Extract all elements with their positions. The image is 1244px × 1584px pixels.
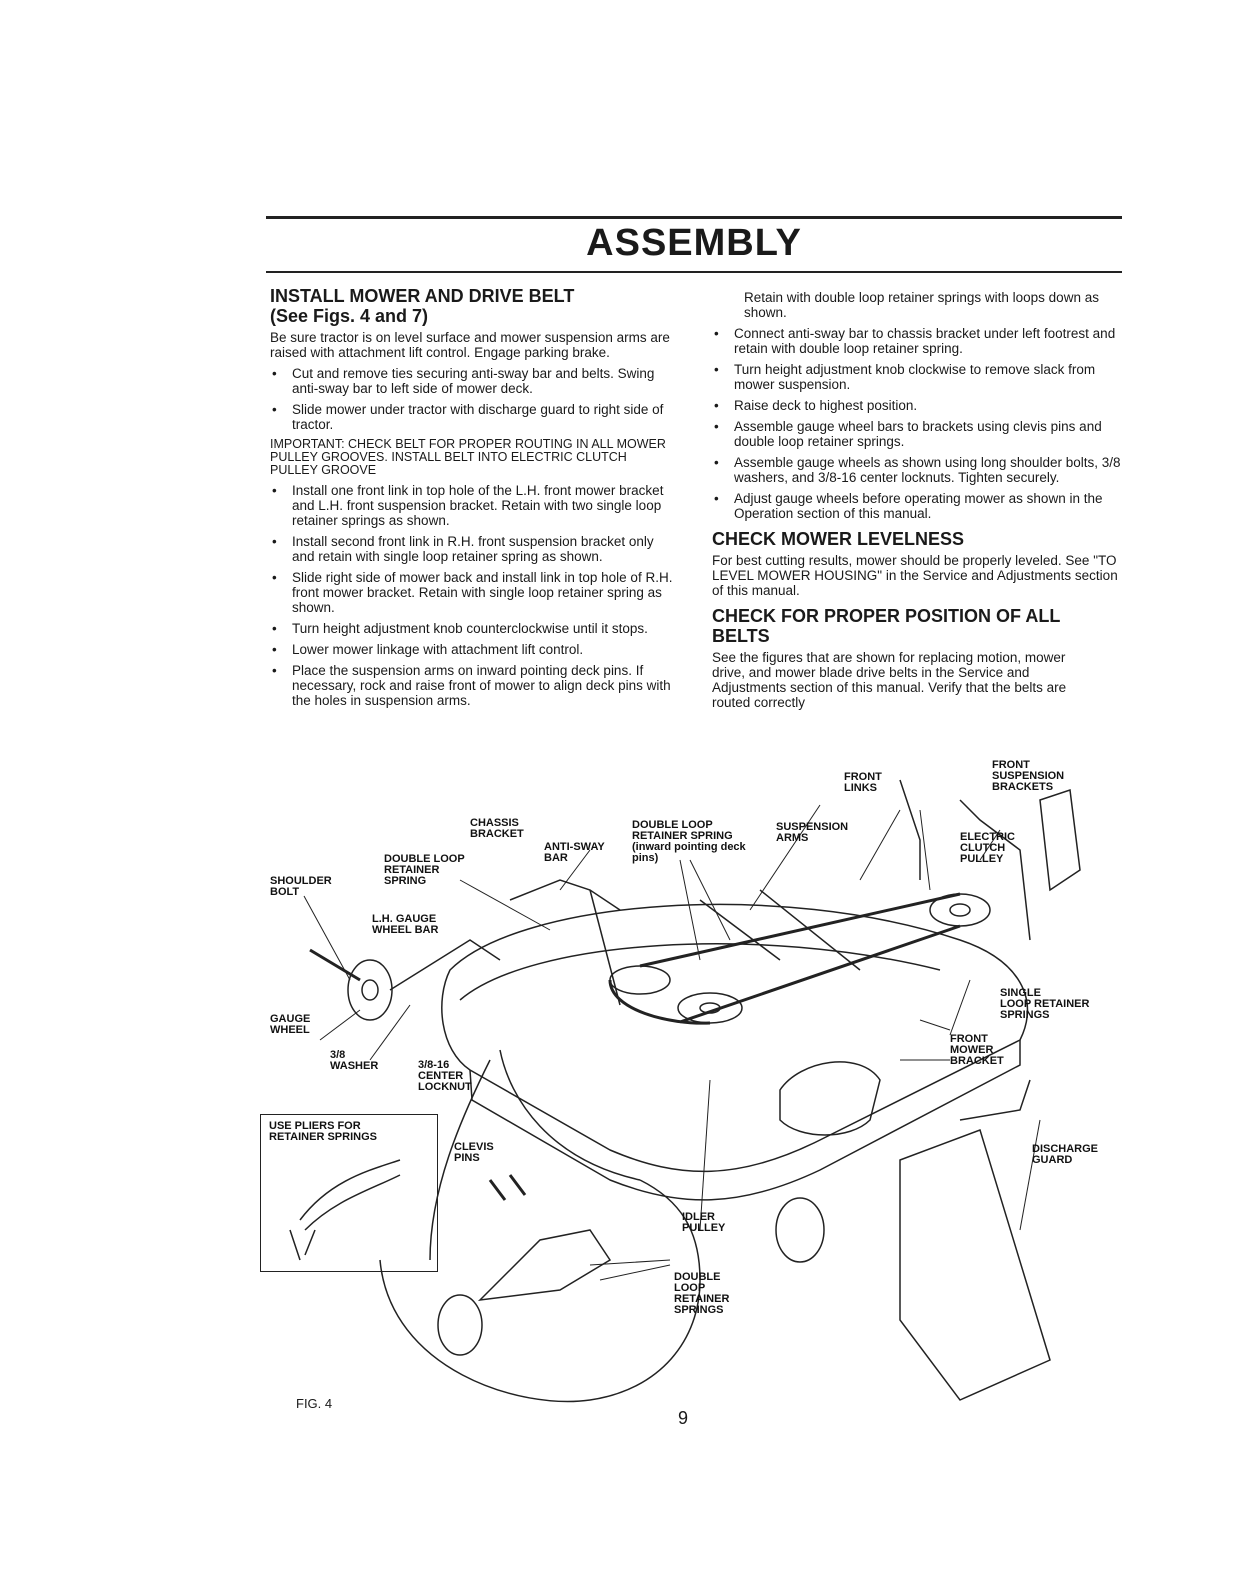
figure-4: FRONT LINKS FRONT SUSPENSION BRACKETS CH… <box>260 760 1130 1420</box>
list-item: Connect anti-sway bar to chassis bracket… <box>712 326 1122 356</box>
list-item: Assemble gauge wheel bars to brackets us… <box>712 419 1122 449</box>
bullet-list-b: Install one front link in top hole of th… <box>270 483 674 708</box>
label-gauge-wheel: GAUGE WHEEL <box>270 1013 311 1036</box>
list-item: Cut and remove ties securing anti-sway b… <box>270 366 674 396</box>
label-idler-pulley: IDLER PULLEY <box>682 1211 726 1234</box>
header-bottom-rule <box>266 271 1122 273</box>
label-single-loop-retainer-springs: SINGLE LOOP RETAINER SPRINGS <box>1000 987 1090 1021</box>
list-item: Turn height adjustment knob counterclock… <box>270 621 674 636</box>
header-top-rule <box>266 216 1122 219</box>
label-front-mower-bracket: FRONT MOWER BRACKET <box>950 1033 1004 1067</box>
intro-paragraph: Be sure tractor is on level surface and … <box>270 330 670 360</box>
label-double-loop-retainer-springs-bottom: DOUBLE LOOP RETAINER SPRINGS <box>674 1271 730 1316</box>
levelness-paragraph: For best cutting results, mower should b… <box>712 553 1118 598</box>
belts-heading: CHECK FOR PROPER POSITION OF ALL <box>712 606 1061 626</box>
list-item: Raise deck to highest position. <box>712 398 1122 413</box>
leader-line <box>369 1004 411 1061</box>
install-mower-heading: INSTALL MOWER AND DRIVE BELT <box>270 286 575 306</box>
leader-line <box>1019 1119 1041 1231</box>
label-lh-gauge-wheel-bar: L.H. GAUGE WHEEL BAR <box>372 913 439 936</box>
leader-line <box>979 829 1001 861</box>
inset-gauge-wheel <box>437 1294 483 1356</box>
idler-housing <box>779 1061 881 1136</box>
list-item: Install second front link in R.H. front … <box>270 534 674 564</box>
label-suspension-arms: SUSPENSION ARMS <box>776 821 849 844</box>
front-links <box>899 779 1031 941</box>
anti-sway-link <box>589 889 621 1006</box>
label-washer: 3/8 WASHER <box>330 1049 379 1072</box>
pliers-inset-box: USE PLIERS FOR RETAINER SPRINGS <box>260 1114 438 1272</box>
mower-deck <box>441 903 1029 1173</box>
label-discharge-guard: DISCHARGE GUARD <box>1032 1143 1099 1166</box>
discharge-guard <box>899 1129 1051 1401</box>
page-number: 9 <box>678 1408 689 1428</box>
belts-paragraph: See the figures that are shown for repla… <box>712 650 1067 710</box>
label-electric-clutch-pulley: ELECTRIC CLUTCH PULLEY <box>960 831 1015 865</box>
drive-belt <box>608 892 961 1025</box>
guard-hinge <box>959 1079 1031 1121</box>
label-locknut: 3/8-16 CENTER LOCKNUT <box>418 1059 472 1093</box>
list-item: Place the suspension arms on inward poin… <box>270 663 674 708</box>
important-note: IMPORTANT: CHECK BELT FOR PROPER ROUTING… <box>270 437 666 477</box>
right-column: Retain with double loop retainer springs… <box>712 290 1122 716</box>
gauge-wheel-right <box>775 1197 825 1263</box>
pliers-icon <box>289 1159 401 1261</box>
label-use-pliers: USE PLIERS FOR RETAINER SPRINGS <box>269 1120 377 1143</box>
list-item: Turn height adjustment knob clockwise to… <box>712 362 1122 392</box>
inset-callout-line-b <box>429 1059 491 1261</box>
gauge-wheel-hub <box>361 979 379 1001</box>
leader-line <box>589 1259 671 1281</box>
levelness-heading: CHECK MOWER LEVELNESS <box>712 529 965 549</box>
leader-line <box>859 809 931 891</box>
leader-line <box>459 879 551 931</box>
left-column: INSTALL MOWER AND DRIVE BELT (See Figs. … <box>270 286 674 714</box>
label-clevis-pins: CLEVIS PINS <box>454 1141 494 1164</box>
left-spindle-pulley <box>609 965 671 995</box>
inset-bracket <box>477 1229 612 1302</box>
list-item: Slide right side of mower back and insta… <box>270 570 674 615</box>
bullet-list-a: Cut and remove ties securing anti-sway b… <box>270 366 674 432</box>
gauge-wheel-left <box>347 959 393 1021</box>
inset-callout-line-a <box>499 1049 641 1181</box>
mower-diagram <box>289 779 1081 1403</box>
shoulder-bolt <box>309 948 361 982</box>
list-item: Lower mower linkage with attachment lift… <box>270 642 674 657</box>
figure-caption: FIG. 4 <box>296 1396 333 1411</box>
inset-circle <box>379 1179 701 1403</box>
list-item: Install one front link in top hole of th… <box>270 483 674 528</box>
belts-heading-cont: BELTS <box>712 626 770 646</box>
list-item: Slide mower under tractor with discharge… <box>270 402 674 432</box>
page-title: ASSEMBLY <box>586 222 802 264</box>
label-shoulder-bolt: SHOULDER BOLT <box>270 875 332 898</box>
leader-line <box>303 895 351 981</box>
label-anti-sway-bar: ANTI-SWAY BAR <box>544 841 605 864</box>
list-item: Adjust gauge wheels before operating mow… <box>712 491 1122 521</box>
leader-line <box>919 979 971 1036</box>
label-front-links: FRONT LINKS <box>844 771 882 794</box>
leader-line <box>749 804 821 911</box>
continued-text: Retain with double loop retainer springs… <box>744 290 1099 320</box>
suspension-arms <box>699 889 861 971</box>
leader-line <box>679 859 731 961</box>
lh-gauge-wheel-bar <box>389 939 501 991</box>
clutch-hub <box>949 903 971 917</box>
label-double-loop-retainer-spring-top: DOUBLE LOOP RETAINER SPRING (inward poin… <box>632 819 746 864</box>
leader-line <box>559 849 591 891</box>
clevis-pins-icon <box>488 1174 527 1201</box>
deck-skirt <box>469 1040 1021 1201</box>
leader-line <box>319 1009 361 1041</box>
list-item: Assemble gauge wheels as shown using lon… <box>712 455 1122 485</box>
deck-rim <box>459 943 941 1001</box>
label-chassis-bracket: CHASSIS BRACKET <box>470 817 524 840</box>
install-mower-subheading: (See Figs. 4 and 7) <box>270 306 429 326</box>
bullet-list-right: Connect anti-sway bar to chassis bracket… <box>712 326 1122 521</box>
label-front-suspension-brackets: FRONT SUSPENSION BRACKETS <box>992 759 1065 793</box>
anti-sway-bar <box>509 879 621 911</box>
label-double-loop-retainer-spring-left: DOUBLE LOOP RETAINER SPRING <box>384 853 465 887</box>
suspension-bracket <box>1039 788 1081 892</box>
leader-line <box>699 1079 711 1231</box>
